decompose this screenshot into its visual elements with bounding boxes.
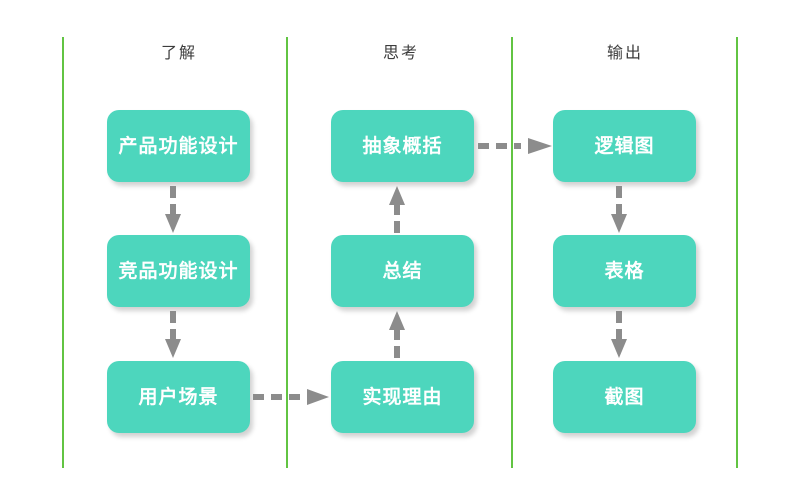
column-divider-1 [62, 37, 64, 468]
node-product-feature-design[interactable]: 产品功能设计 [107, 110, 250, 182]
node-label: 逻辑图 [594, 135, 655, 157]
node-label: 表格 [604, 260, 645, 282]
node-label: 抽象概括 [362, 135, 443, 157]
node-user-scenario[interactable]: 用户场景 [107, 361, 250, 433]
column-header-understand: 了解 [160, 43, 197, 62]
arrow-right-icon-abstract-to-logic [476, 136, 554, 156]
column-divider-3 [511, 37, 513, 468]
node-table[interactable]: 表格 [553, 235, 696, 307]
column-header-think: 思考 [382, 43, 419, 62]
node-logic-diagram[interactable]: 逻辑图 [553, 110, 696, 182]
node-screenshot[interactable]: 截图 [553, 361, 696, 433]
node-label: 用户场景 [138, 386, 219, 408]
node-competitor-feature-design[interactable]: 竞品功能设计 [107, 235, 250, 307]
column-divider-2 [286, 37, 288, 468]
column-divider-4 [736, 37, 738, 468]
arrow-down-icon-competitor-to-scenario [164, 309, 182, 360]
node-label: 截图 [604, 386, 645, 408]
arrow-down-icon-product-to-competitor [164, 184, 182, 235]
node-label: 实现理由 [362, 386, 443, 408]
node-summary[interactable]: 总结 [331, 235, 474, 307]
arrow-up-icon-summary-to-abstract [388, 184, 406, 235]
arrow-right-icon-scenario-to-reason [251, 387, 331, 407]
node-implementation-reason[interactable]: 实现理由 [331, 361, 474, 433]
arrow-up-icon-reason-to-summary [388, 309, 406, 360]
arrow-down-icon-table-to-screenshot [610, 309, 628, 360]
node-abstract-summary[interactable]: 抽象概括 [331, 110, 474, 182]
node-label: 产品功能设计 [118, 135, 239, 157]
column-header-output: 输出 [606, 43, 643, 62]
arrow-down-icon-logic-to-table [610, 184, 628, 235]
node-label: 竞品功能设计 [118, 260, 239, 282]
node-label: 总结 [382, 260, 423, 282]
